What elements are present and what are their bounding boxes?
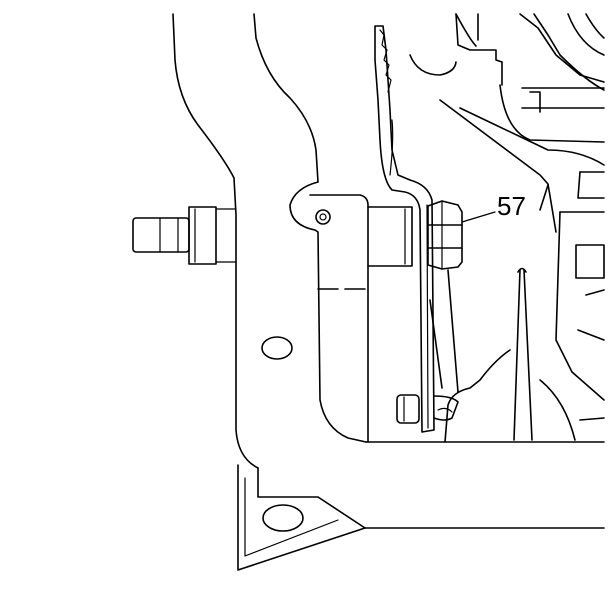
callout-57: 57	[461, 191, 526, 223]
bolt-57	[427, 200, 463, 270]
valve-body-lower	[365, 349, 605, 443]
case-fitting	[132, 206, 237, 265]
manual-shaft-link	[374, 25, 435, 433]
mounting-boss	[289, 181, 413, 443]
case-hole	[261, 336, 293, 360]
callout-leader-line	[461, 211, 496, 223]
lower-bolt-hole	[262, 504, 304, 532]
link-retainer	[396, 269, 459, 424]
boss-bolt-hole	[315, 209, 331, 225]
valve-body-channels	[409, 13, 605, 441]
callout-label-57: 57	[497, 191, 526, 221]
case-housing	[172, 13, 605, 571]
